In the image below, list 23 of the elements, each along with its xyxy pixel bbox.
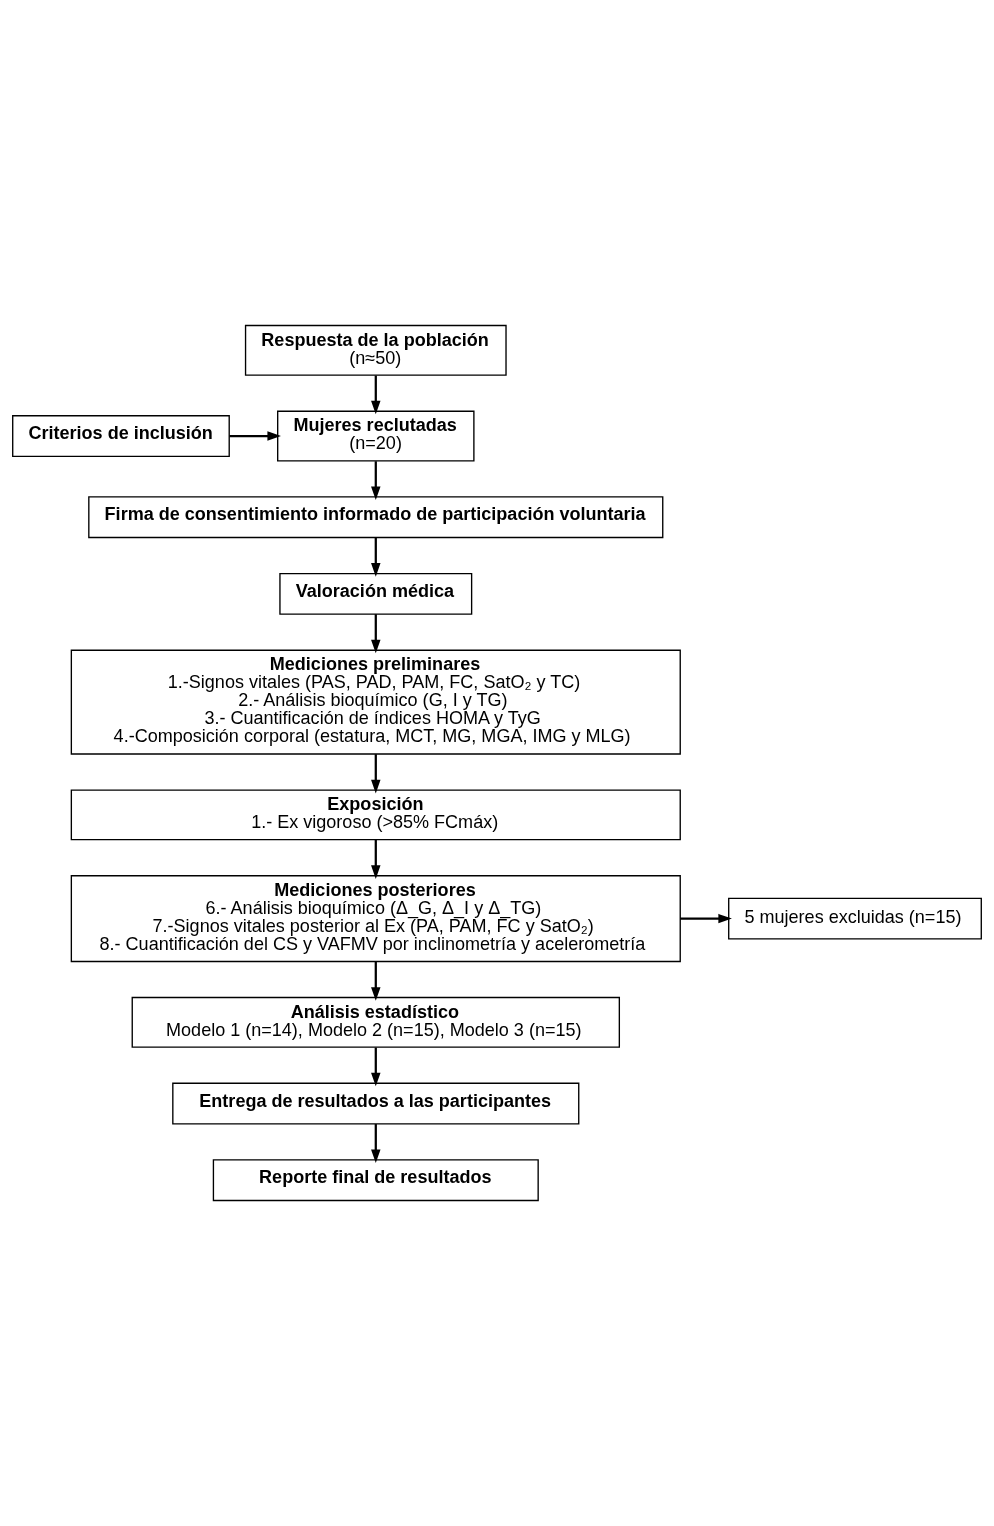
arrow [371, 537, 381, 577]
arrow [371, 1124, 381, 1163]
arrow [371, 1047, 381, 1087]
node-box: Respuesta de la población (n≈50) [244, 324, 507, 376]
node-box: Valoración médica [279, 572, 473, 615]
arrow [371, 754, 381, 794]
arrow [371, 614, 381, 654]
arrow [371, 461, 381, 500]
arrow [371, 961, 381, 1001]
node-box: Reporte final de resultados [212, 1159, 539, 1202]
node-box: Firma de consentimiento informado de participación voluntaria [88, 496, 664, 539]
node-box: Mujeres reclutadas (n=20) [277, 410, 475, 462]
arrow [680, 913, 732, 924]
arrow [371, 840, 381, 879]
arrow [229, 431, 281, 441]
node-box: Entrega de resultados a las participantes [172, 1082, 580, 1125]
node-box: Mediciones preliminares 1.-Signos vitales (PAS, PAD, PAM, FC, SatO₂ y TC) 2.- Análisis bioquímico (G, I y TG) 3.- Cuantificación de índices HOMA y TyG 4.-Composición corporal (estatura, MCT, MG, MGA, IMG y MLG) [70, 649, 681, 755]
node-box: Mediciones posteriores 6.- Análisis bioquímico (Δ_G, Δ_I y Δ_TG) 7.-Signos vitales posterior al Ex (PA, PAM, FC y SatO₂) 8.- Cuantificación del CS y VAFMV por inclinometría y acelerometría [70, 875, 681, 963]
node-box: Exposición 1.- Ex vigoroso (>85% FCmáx) [70, 789, 681, 841]
node-box: 5 mujeres excluidas (n=15) [728, 897, 982, 940]
arrow [371, 375, 381, 415]
node-box: Análisis estadístico Modelo 1 (n=14), Modelo 2 (n=15), Modelo 3 (n=15) [131, 996, 620, 1048]
node-box: Criterios de inclusión [12, 415, 230, 457]
